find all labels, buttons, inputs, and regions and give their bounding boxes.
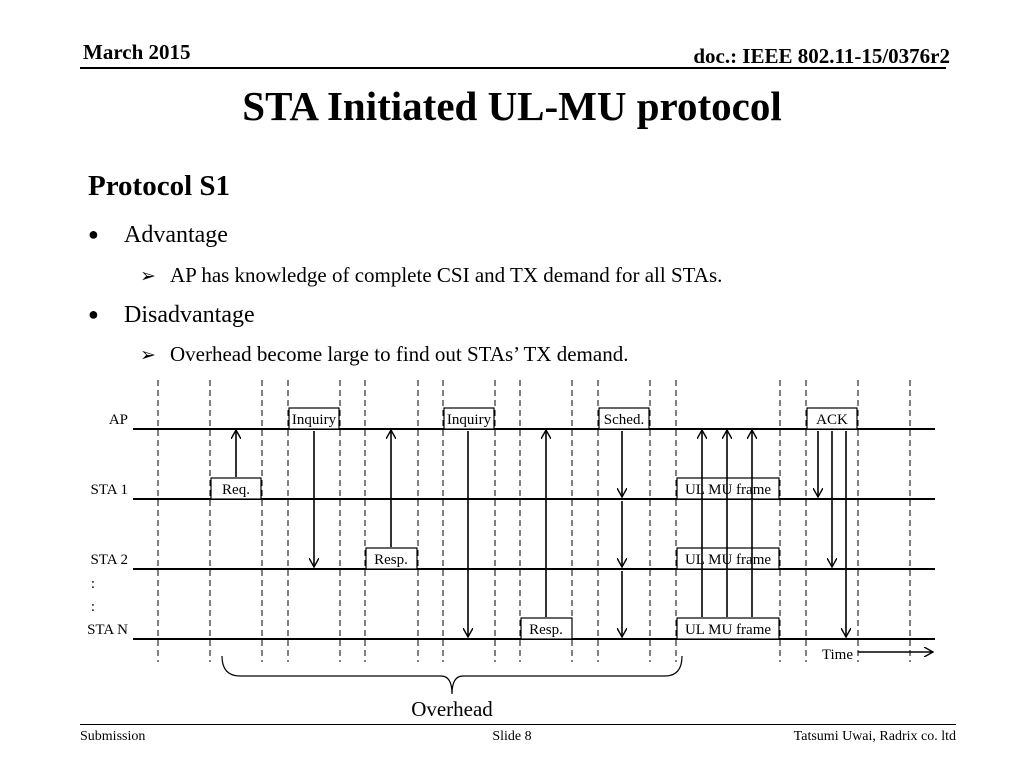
frame-ack [806, 407, 858, 430]
frame-resp-sta2 [365, 547, 418, 570]
slide-subtitle: Protocol S1 [88, 170, 231, 202]
frame-label-resp: Resp. [374, 552, 408, 568]
ellipsis-dot: : [91, 576, 95, 592]
frame-inquiry-2 [443, 407, 495, 430]
frame-resp-staN [520, 617, 573, 640]
sub-bullet-text: Overhead become large to find out STAs’ … [170, 342, 629, 366]
sub-bullet-text: AP has knowledge of complete CSI and TX … [170, 263, 723, 287]
row-label-sta1: STA 1 [90, 482, 128, 498]
overhead-label: Overhead [411, 697, 493, 721]
header-doc-id: doc.: IEEE 802.11-15/0376r2 [693, 44, 950, 68]
arrowhead-bullet-icon: ➢ [140, 344, 156, 366]
slide-title: STA Initiated UL-MU protocol [242, 83, 782, 129]
overhead-brace [221, 655, 683, 695]
signal-arrows [236, 431, 846, 636]
footer-slide-number: Slide 8 [492, 729, 532, 744]
footer-left: Submission [80, 729, 146, 744]
frame-boxes [210, 407, 858, 640]
station-timelines [133, 428, 935, 640]
protocol-timing-diagram: AP STA 1 STA 2 STA N : : Inquiry Inquiry… [87, 380, 935, 721]
frame-label-inquiry: Inquiry [447, 412, 492, 428]
frame-ul-mu-staN [676, 617, 780, 640]
sub-bullet-disadvantage: ➢ Overhead become large to find out STAs’… [140, 342, 628, 367]
frame-label-req: Req. [222, 482, 250, 498]
frame-sched [598, 407, 650, 430]
bullet-label: Disadvantage [124, 302, 255, 328]
frame-label-inquiry: Inquiry [292, 412, 337, 428]
row-label-ap: AP [109, 412, 128, 428]
bullet-dot-icon: ● [88, 304, 99, 324]
header-divider [80, 67, 946, 69]
bullet-advantage: ● Advantage [88, 222, 228, 249]
ellipsis-dot: : [91, 599, 95, 615]
time-label: Time [822, 647, 853, 663]
footer-author: Tatsumi Uwai, Radrix co. ltd [793, 729, 956, 744]
frame-label-ul-mu: UL MU frame [685, 622, 771, 638]
row-label-staN: STA N [87, 622, 128, 638]
frame-label-ul-mu: UL MU frame [685, 552, 771, 568]
row-label-sta2: STA 2 [90, 552, 128, 568]
arrowhead-bullet-icon: ➢ [140, 265, 156, 287]
frame-label-ul-mu: UL MU frame [685, 482, 771, 498]
frame-label-sched: Sched. [604, 412, 644, 428]
frame-label-resp: Resp. [529, 622, 563, 638]
bullet-disadvantage: ● Disadvantage [88, 302, 255, 329]
footer-divider [80, 724, 956, 725]
frame-label-ack: ACK [816, 412, 848, 428]
bullet-dot-icon: ● [88, 224, 99, 244]
time-division-lines [157, 380, 911, 662]
frame-req [210, 477, 262, 500]
header-date: March 2015 [83, 40, 191, 64]
sub-bullet-advantage: ➢ AP has knowledge of complete CSI and TX… [140, 263, 722, 288]
frame-inquiry-1 [288, 407, 340, 430]
bullet-label: Advantage [124, 222, 228, 248]
